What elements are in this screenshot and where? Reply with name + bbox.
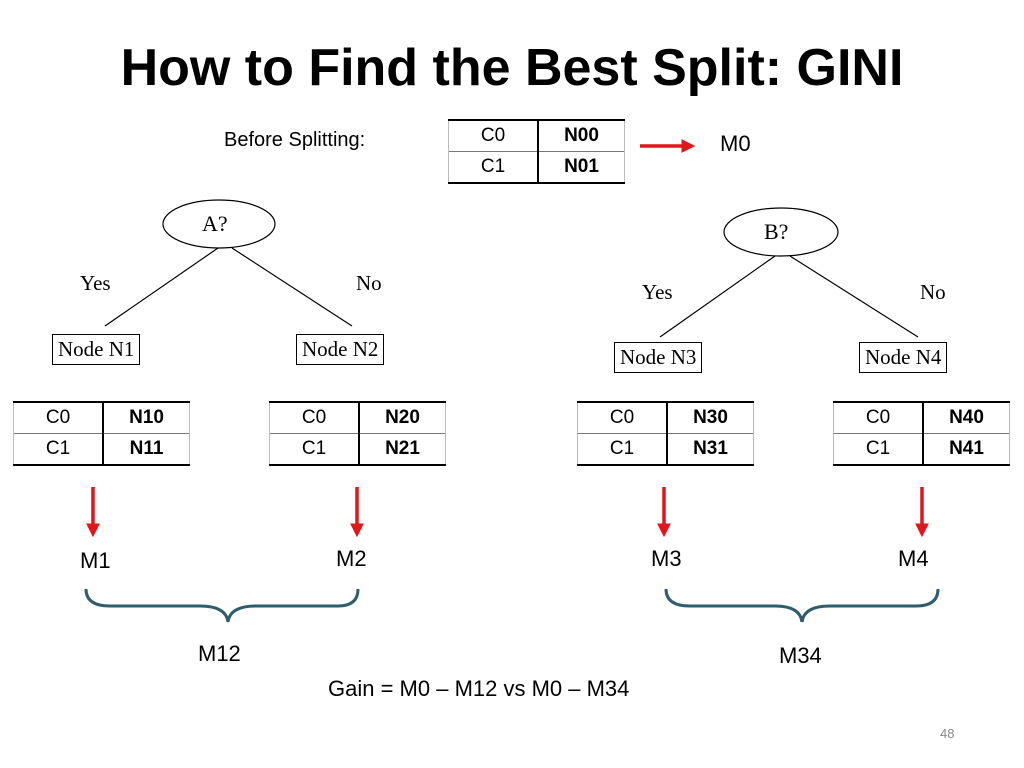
node-n3: Node N3 xyxy=(614,342,703,373)
table-row: C0 N40 xyxy=(833,401,1010,434)
table-row: C1 N01 xyxy=(448,151,625,184)
question-a-text: A? xyxy=(202,211,228,236)
page-number: 48 xyxy=(940,726,955,741)
count-cell: N10 xyxy=(103,401,190,434)
m4-label: M4 xyxy=(898,546,929,571)
table-row: C1 N11 xyxy=(13,433,190,466)
table-row: C0 N20 xyxy=(269,401,446,434)
table-row: C0 N00 xyxy=(448,119,625,152)
node-n4: Node N4 xyxy=(859,342,948,373)
tree-a-yes-label: Yes xyxy=(80,271,111,295)
node-n2: Node N2 xyxy=(296,334,385,365)
tree-b-yes-label: Yes xyxy=(642,280,673,304)
m12-label: M12 xyxy=(198,641,241,666)
question-a-ellipse xyxy=(162,199,276,249)
m1-label: M1 xyxy=(80,548,111,573)
count-cell: N21 xyxy=(359,433,446,466)
table-row: C0 N30 xyxy=(577,401,754,434)
table-row: C1 N21 xyxy=(269,433,446,466)
count-cell: N41 xyxy=(923,433,1010,466)
m2-label: M2 xyxy=(336,546,367,571)
count-cell: N40 xyxy=(923,401,1010,434)
count-cell: N11 xyxy=(103,433,190,466)
node-n1: Node N1 xyxy=(52,334,141,365)
before-splitting-label: Before Splitting: xyxy=(224,129,366,151)
node-n3-count-table: C0 N30 C1 N31 xyxy=(577,401,754,466)
edge-b-no xyxy=(789,255,919,338)
m3-label: M3 xyxy=(651,546,682,571)
class-cell: C0 xyxy=(269,401,360,434)
m34-label: M34 xyxy=(779,643,822,668)
node-n2-count-table: C0 N20 C1 N21 xyxy=(269,401,446,466)
node-n4-count-table: C0 N40 C1 N41 xyxy=(833,401,1010,466)
table-row: C0 N10 xyxy=(13,401,190,434)
edge-a-no xyxy=(231,247,353,327)
node-n1-count-table: C0 N10 C1 N11 xyxy=(13,401,190,466)
class-cell: C0 xyxy=(13,401,104,434)
count-cell: N20 xyxy=(359,401,446,434)
brace-m34 xyxy=(664,588,940,623)
class-cell: C1 xyxy=(269,433,360,466)
tree-a-no-label: No xyxy=(356,271,382,295)
edge-a-yes xyxy=(104,247,219,327)
class-cell: C1 xyxy=(833,433,924,466)
table-row: C1 N31 xyxy=(577,433,754,466)
table-row: C1 N41 xyxy=(833,433,1010,466)
gain-formula: Gain = M0 – M12 vs M0 – M34 xyxy=(328,676,630,701)
question-b-ellipse xyxy=(723,207,839,257)
root-count-table: C0 N00 C1 N01 xyxy=(448,119,625,184)
tree-b-no-label: No xyxy=(920,280,946,304)
count-cell: N00 xyxy=(538,119,625,152)
count-cell: N01 xyxy=(538,151,625,184)
slide-title: How to Find the Best Split: GINI xyxy=(120,39,904,97)
count-cell: N30 xyxy=(667,401,754,434)
question-b-text: B? xyxy=(764,219,789,244)
count-cell: N31 xyxy=(667,433,754,466)
class-cell: C0 xyxy=(577,401,668,434)
class-cell: C0 xyxy=(448,119,539,152)
class-cell: C1 xyxy=(448,151,539,184)
m0-label: M0 xyxy=(720,131,751,156)
brace-m12 xyxy=(84,588,360,623)
class-cell: C1 xyxy=(13,433,104,466)
class-cell: C1 xyxy=(577,433,668,466)
class-cell: C0 xyxy=(833,401,924,434)
edge-b-yes xyxy=(659,255,776,338)
